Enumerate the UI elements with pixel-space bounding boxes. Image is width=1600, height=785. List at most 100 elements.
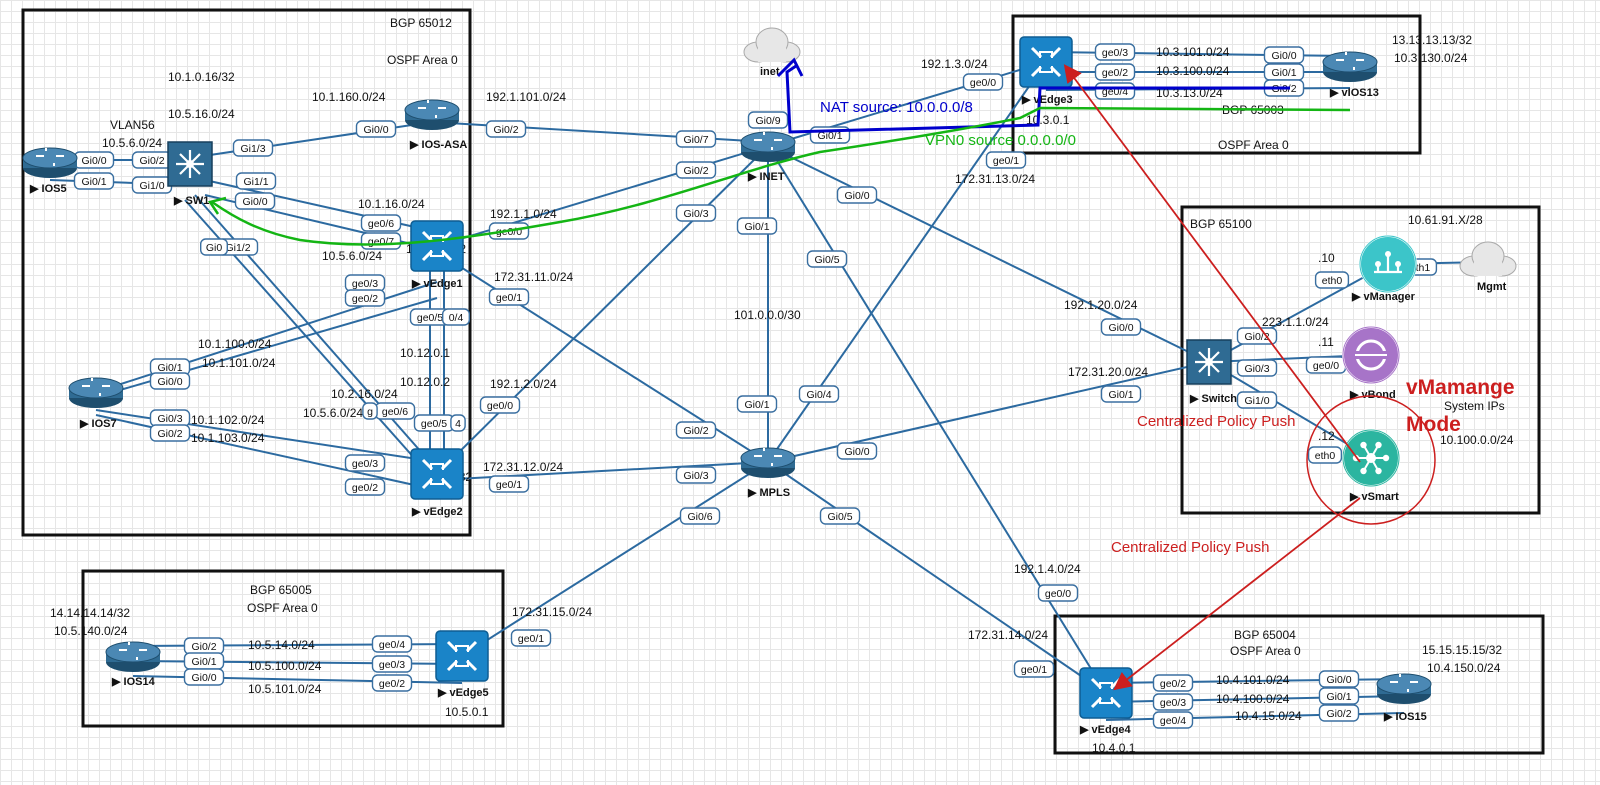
address-label: 223.1.1.0/24	[1262, 315, 1329, 329]
port-badge: Gi0/3	[675, 466, 717, 484]
port-badge: Gi0/0	[234, 192, 276, 210]
device-switch[interactable]: ▶ Switch	[1186, 339, 1237, 405]
device-sw1[interactable]: ▶ SW1	[167, 141, 213, 207]
port-label: ge0/5	[417, 312, 443, 324]
port-badge: Gi0/3	[675, 204, 717, 222]
port-badge: Gi1/0	[131, 176, 173, 194]
port-label: Gi0/2	[191, 641, 216, 653]
address-label: 172.31.14.0/24	[968, 628, 1048, 642]
address-label: 10.5.101.0/24	[248, 682, 322, 696]
device-vedge5[interactable]: ▶ vEdge5	[435, 630, 489, 699]
port-badge-bg	[485, 120, 527, 138]
port-label: ge0/5	[421, 418, 447, 430]
port-label: Gi0/2	[1326, 708, 1351, 720]
device-vsmart[interactable]: ▶ vSmart	[1342, 429, 1400, 503]
address-label: 192.1.3.0/24	[921, 57, 988, 71]
port-label: Gi0/2	[683, 425, 708, 437]
device-label: ▶ IOS7	[79, 418, 117, 430]
device-label: ▶ IOS-ASA	[409, 139, 467, 151]
port-badge: ge0/3	[1094, 43, 1136, 61]
port-badge-bg	[355, 120, 397, 138]
device-ios7[interactable]: ▶ IOS7	[68, 377, 124, 430]
port-badge: Gi0/2	[1236, 327, 1278, 345]
port-badge-bg	[510, 629, 552, 647]
address-label: .12	[1318, 429, 1335, 443]
port-label: Gi0/0	[363, 124, 388, 136]
device-vios13[interactable]: ▶ vIOS13	[1322, 51, 1379, 99]
device-ios5[interactable]: ▶ IOS5	[22, 147, 78, 195]
port-label: ge0/7	[368, 236, 394, 248]
port-label: ge0/6	[382, 406, 408, 418]
device-label: Mgmt	[1477, 281, 1507, 293]
port-badge-bg	[371, 635, 413, 653]
port-badge-bg	[1152, 674, 1194, 692]
port-label: eth0	[1315, 450, 1336, 462]
device-label: ▶ IOS15	[1383, 711, 1427, 723]
port-label: Gi1/2	[225, 242, 250, 254]
port-badge: ge0/1	[510, 629, 552, 647]
address-label: 13.13.13.13/32	[1392, 33, 1472, 47]
device-label: ▶ INET	[747, 171, 785, 183]
device-inet[interactable]: inet	[743, 27, 801, 78]
address-label: 10.1.102.0/24	[191, 413, 265, 427]
device-label: inet	[760, 66, 780, 78]
port-badge-bg	[149, 424, 191, 442]
device-ios15[interactable]: ▶ IOS15	[1376, 673, 1432, 723]
device-mpls[interactable]: ▶ MPLS	[740, 447, 796, 499]
port-badge: Gi0/0	[73, 151, 115, 169]
port-badge-bg	[736, 217, 778, 235]
device-mgmt[interactable]: Mgmt	[1459, 241, 1517, 293]
address-label: 192.1.2.0/24	[490, 377, 557, 391]
port-label: ge0/1	[518, 633, 544, 645]
port-badge-bg	[675, 161, 717, 179]
address-label: 10.1.16.0/24	[358, 197, 425, 211]
device-inet[interactable]: ▶ INET	[740, 131, 796, 183]
device-vedge3[interactable]: ▶ vEdge3	[1019, 36, 1073, 106]
device-ios14[interactable]: ▶ IOS14	[105, 641, 161, 688]
device-vmanager[interactable]: ▶ vManager	[1351, 235, 1417, 303]
port-label: Gi0/1	[1326, 691, 1351, 703]
port-badge-bg	[344, 454, 386, 472]
port-badge-bg	[806, 250, 848, 268]
device-vbond[interactable]: ▶ vBond	[1342, 326, 1400, 401]
port-badge: Gi0/1	[73, 172, 115, 190]
port-badge: Gi0/5	[819, 507, 861, 525]
vmanage-mode-label-line1: vMamange	[1406, 376, 1515, 399]
device-vedge4[interactable]: ▶ vEdge4	[1079, 667, 1133, 736]
port-badge-bg	[1236, 327, 1278, 345]
address-label: 10.61.91.X/28	[1408, 213, 1483, 227]
port-badge: Gi0/9	[747, 111, 789, 129]
port-badge: Gi0/7	[675, 130, 717, 148]
vbond-icon	[1342, 326, 1400, 384]
port-label: ge0/2	[352, 293, 378, 305]
port-badge-bg	[1094, 63, 1136, 81]
port-label: ge0/3	[1160, 697, 1186, 709]
port-badge-bg	[362, 402, 378, 420]
device-vedge1[interactable]: ▶ vEdge1	[410, 220, 464, 290]
device-vedge2[interactable]: ▶ vEdge2	[410, 448, 464, 518]
address-label: 10.1.100.0/24	[198, 337, 272, 351]
region-label: BGP 65012	[390, 16, 452, 30]
port-label: Gi0/2	[683, 165, 708, 177]
port-badge-bg	[183, 668, 225, 686]
port-badge: Gi0/2	[485, 120, 527, 138]
policy-push-label-bottom: Centralized Policy Push	[1111, 539, 1269, 556]
port-label: Gi0/0	[844, 446, 869, 458]
port-label: ge0/4	[1160, 715, 1186, 727]
port-label: g	[367, 406, 373, 418]
port-label: ge0/2	[1160, 678, 1186, 690]
port-label: Gi0/3	[683, 208, 708, 220]
port-label: Gi0/5	[827, 511, 852, 523]
address-label: 192.1.1.0/24	[490, 207, 557, 221]
device-ios-asa[interactable]: ▶ IOS-ASA	[404, 99, 467, 151]
port-badge: ge0/2	[344, 478, 386, 496]
port-badge-bg	[962, 73, 1004, 91]
port-label: Gi0/1	[744, 399, 769, 411]
port-badge-bg	[675, 204, 717, 222]
port-badge: ge0/3	[344, 274, 386, 292]
device-label: ▶ vEdge1	[411, 278, 463, 290]
address-label: 10.4.15.0/24	[1235, 709, 1302, 723]
router-icon	[404, 99, 460, 130]
port-badge-bg	[1318, 687, 1360, 705]
